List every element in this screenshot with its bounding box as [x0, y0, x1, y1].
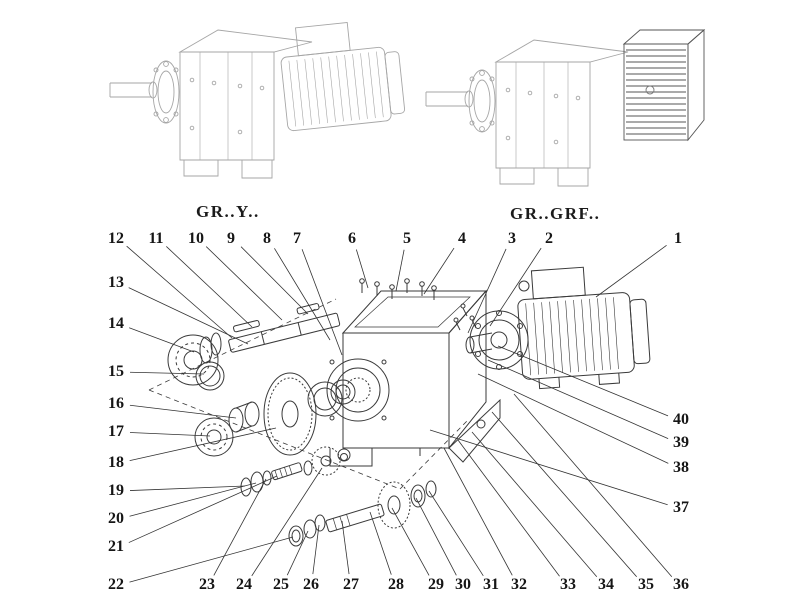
leader-line-35 [491, 411, 637, 578]
leader-line-15 [129, 371, 205, 375]
callout-4: 4 [458, 230, 466, 247]
callout-7: 7 [293, 230, 301, 247]
callout-17: 17 [108, 423, 124, 440]
leader-line-29 [391, 507, 430, 576]
callout-15: 15 [108, 363, 124, 380]
callout-29: 29 [428, 576, 444, 593]
callout-25: 25 [273, 576, 289, 593]
motor-assembly [453, 266, 651, 390]
callout-28: 28 [388, 576, 404, 593]
leader-line-40 [497, 345, 669, 417]
large-gear [263, 372, 317, 456]
leader-line-25 [286, 530, 309, 576]
callout-13: 13 [108, 274, 124, 291]
callout-24: 24 [236, 576, 252, 593]
callout-22: 22 [108, 576, 124, 593]
callout-37: 37 [673, 499, 689, 516]
housing-top-bolts [359, 278, 437, 300]
callout-33: 33 [560, 576, 576, 593]
callout-21: 21 [108, 538, 124, 555]
leader-line-23 [213, 478, 267, 576]
callout-23: 23 [199, 576, 215, 593]
callout-31: 31 [483, 576, 499, 593]
callout-35: 35 [638, 576, 654, 593]
leader-line-36 [513, 393, 673, 577]
leader-line-37 [429, 429, 668, 506]
input-shaft-assembly [167, 303, 341, 391]
output-shaft-assembly [240, 446, 437, 547]
callout-38: 38 [673, 459, 689, 476]
callout-9: 9 [227, 230, 235, 247]
leader-line-26 [312, 524, 320, 575]
callout-16: 16 [108, 395, 124, 412]
callout-36: 36 [673, 576, 689, 593]
callout-40: 40 [673, 411, 689, 428]
leader-line-8 [274, 248, 331, 341]
leader-line-19 [129, 485, 246, 491]
callout-5: 5 [403, 230, 411, 247]
leader-line-33 [457, 439, 560, 577]
callout-26: 26 [303, 576, 319, 593]
callout-3: 3 [508, 230, 516, 247]
leader-line-3 [467, 248, 507, 334]
callout-32: 32 [511, 576, 527, 593]
gear-rings [307, 379, 356, 417]
gear-housing [326, 278, 501, 467]
leader-line-14 [129, 327, 195, 353]
callout-6: 6 [348, 230, 356, 247]
callout-34: 34 [598, 576, 614, 593]
exploded-view [148, 266, 651, 547]
callout-30: 30 [455, 576, 471, 593]
variant-label-gr-y: GR..Y.. [196, 202, 260, 221]
leader-line-31 [428, 490, 484, 577]
callout-27: 27 [343, 576, 359, 593]
assembled-view-gr-y [109, 21, 406, 179]
variant-label-gr-grf: GR..GRF.. [510, 204, 601, 223]
leader-line-20 [129, 482, 257, 517]
callout-2: 2 [545, 230, 553, 247]
grf-fin-cover [622, 29, 706, 142]
lower-left-bearing [194, 401, 260, 457]
leader-line-24 [251, 467, 323, 577]
callout-19: 19 [108, 482, 124, 499]
callout-11: 11 [148, 230, 164, 247]
callout-12: 12 [108, 230, 124, 247]
leader-line-4 [423, 247, 455, 295]
leader-line-7 [301, 249, 343, 356]
leader-line-1 [595, 245, 667, 298]
leader-line-21 [128, 475, 278, 543]
leader-line-38 [477, 373, 669, 464]
leader-line-34 [471, 431, 598, 577]
callout-1: 1 [674, 230, 682, 247]
callout-20: 20 [108, 510, 124, 527]
leader-line-30 [415, 497, 457, 576]
leader-line-27 [341, 520, 350, 575]
leader-line-13 [128, 287, 249, 345]
leader-line-9 [240, 246, 309, 315]
assembly-guide-lines [148, 298, 469, 490]
callout-18: 18 [108, 454, 124, 471]
leader-line-5 [395, 249, 405, 292]
leader-line-12 [126, 245, 233, 339]
callout-8: 8 [263, 230, 271, 247]
leader-line-22 [129, 536, 294, 583]
leader-line-11 [166, 246, 253, 328]
callout-10: 10 [188, 230, 204, 247]
leader-line-17 [129, 432, 211, 437]
leader-line-18 [129, 427, 277, 462]
leader-line-32 [443, 447, 513, 576]
leader-line-2 [489, 247, 542, 327]
assembled-view-gr-grf [425, 29, 706, 187]
callout-39: 39 [673, 434, 689, 451]
leader-line-10 [205, 246, 283, 321]
leader-line-39 [487, 359, 669, 440]
leader-line-28 [369, 511, 392, 575]
leader-line-16 [129, 404, 237, 419]
leader-lines [126, 245, 673, 583]
leader-line-6 [355, 249, 369, 289]
callout-14: 14 [108, 315, 124, 332]
